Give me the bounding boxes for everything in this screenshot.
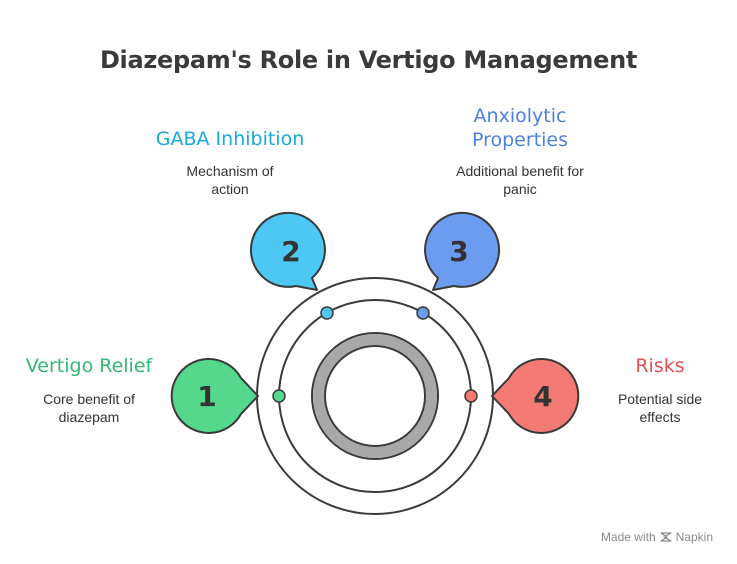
bubble-2-number: 2 [281,235,300,268]
napkin-brand: Napkin [675,530,713,544]
page-title: Diazepam's Role in Vertigo Management [99,46,638,74]
dot-3 [416,306,430,320]
bubble-4: 4 [490,357,580,434]
napkin-logo-icon [660,532,672,542]
bubble-4-number: 4 [533,380,552,413]
bubble-2: 2 [249,211,326,291]
label-risks: Risks [635,355,685,377]
dot-2 [320,306,334,320]
made-with-text: Made with [600,530,656,544]
bubble-1-number: 1 [197,380,216,413]
dot-4 [464,389,478,403]
bubble-1: 1 [170,357,260,434]
bubble-3-number: 3 [449,235,468,268]
label-vertigo-relief: Vertigo Relief [25,355,153,377]
desc-vertigo-relief: Core benefit of diazepam [43,391,135,425]
label-gaba-inhibition: GABA Inhibition [155,128,305,150]
core-ring-inner [324,345,426,447]
desc-gaba-inhibition: Mechanism of action [186,163,274,197]
label-anxiolytic-properties: Anxiolytic Properties [471,105,569,151]
footer-attribution[interactable]: Made with Napkin [601,530,713,544]
core-ring-band [313,334,437,458]
desc-anxiolytic-properties: Additional benefit for panic [456,163,584,197]
desc-risks: Potential side effects [617,391,703,425]
dot-1 [272,389,286,403]
bubble-3: 3 [424,211,501,291]
